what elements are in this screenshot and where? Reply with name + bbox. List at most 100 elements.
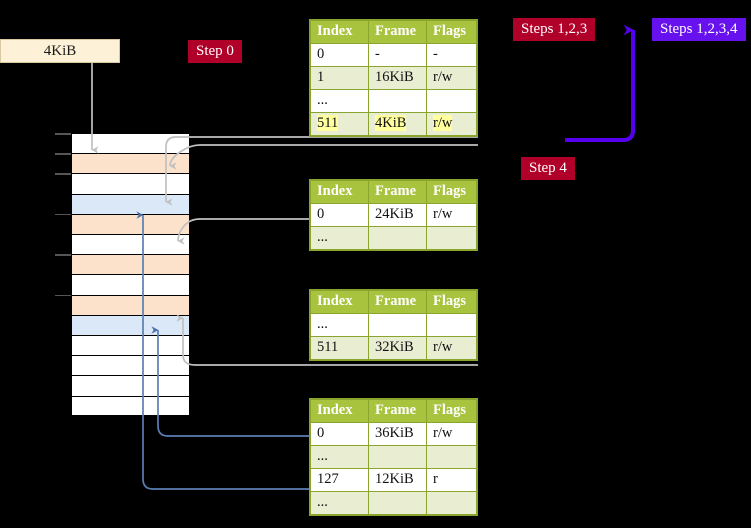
column-header-index: Index (310, 399, 369, 423)
badge-steps-1234-label: Steps 1,2,3,4 (660, 21, 738, 37)
column-header-frame: Frame (368, 399, 427, 423)
cell-frame: 24KiB (368, 203, 427, 227)
cell-flags: r/w (426, 112, 477, 136)
memory-frame-1 (71, 153, 190, 174)
table-row: 0-- (310, 43, 477, 67)
memory-frame-3 (71, 193, 190, 214)
cell-highlight: 511 (317, 115, 339, 131)
column-header-index: Index (310, 180, 369, 204)
column-header-flags: Flags (426, 180, 477, 204)
column-header-flags: Flags (426, 399, 477, 423)
cell-index: ... (310, 89, 369, 113)
cell-flags: - (426, 43, 477, 67)
cell-flags (426, 491, 477, 515)
cell-index: ... (310, 491, 369, 515)
cell-index: 127 (310, 468, 369, 492)
memory-frame-2 (71, 173, 190, 194)
table-row: 511 4KiB r/w (310, 112, 477, 136)
table-row: ... (310, 226, 477, 250)
memory-frame-12 (71, 375, 190, 396)
memory-frame-8 (71, 294, 190, 315)
cell-flags (426, 89, 477, 113)
table-row: ... (310, 445, 477, 469)
memory-tick-4 (55, 213, 71, 216)
column-header-index: Index (310, 20, 369, 44)
badge-step-0-label: Step 0 (196, 43, 234, 59)
memory-frame-11 (71, 355, 190, 376)
cell-frame: - (368, 43, 427, 67)
cell-flags: r/w (426, 66, 477, 90)
memory-tick-6 (55, 254, 71, 256)
cell-flags: r/w (426, 203, 477, 227)
memory-frame-0 (71, 133, 190, 154)
cell-flags (426, 226, 477, 250)
cell-flags: r/w (426, 336, 477, 360)
cell-index: 0 (310, 43, 369, 67)
cell-index: ... (310, 226, 369, 250)
cell-frame: 32KiB (368, 336, 427, 360)
cell-frame: 36KiB (368, 422, 427, 446)
column-header-flags: Flags (426, 20, 477, 44)
cell-frame (368, 89, 427, 113)
cell-frame: 4KiB (368, 112, 427, 136)
cell-flags (426, 313, 477, 337)
memory-tick-0 (55, 133, 71, 135)
cell-index: 511 (310, 112, 369, 136)
table-row: ... (310, 313, 477, 337)
badge-steps-123: Steps 1,2,3 (513, 18, 596, 41)
column-header-flags: Flags (426, 290, 477, 314)
badge-step-0: Step 0 (188, 40, 242, 63)
cell-frame (368, 491, 427, 515)
arrow-purple-bracket (565, 24, 635, 142)
column-header-frame: Frame (368, 290, 427, 314)
cell-frame: 12KiB (368, 468, 427, 492)
cell-index: 511 (310, 336, 369, 360)
memory-frame-10 (71, 335, 190, 356)
memory-frame-4 (71, 213, 190, 234)
table-row: ... (310, 89, 477, 113)
cell-flags: r/w (426, 422, 477, 446)
cell-index: 0 (310, 422, 369, 446)
memory-tick-2 (55, 173, 71, 175)
cell-frame (368, 313, 427, 337)
column-header-frame: Frame (368, 20, 427, 44)
badge-steps-123-label: Steps 1,2,3 (521, 21, 588, 37)
badge-step-4: Step 4 (521, 157, 575, 180)
column-header-frame: Frame (368, 180, 427, 204)
frame-size-label-box: 4KiB (0, 39, 120, 63)
column-header-index: Index (310, 290, 369, 314)
memory-frame-7 (71, 274, 190, 295)
table-row: ... (310, 491, 477, 515)
cell-highlight: r/w (433, 115, 453, 131)
badge-steps-1234: Steps 1,2,3,4 (652, 18, 746, 41)
cell-highlight: 4KiB (375, 115, 407, 131)
badge-step-4-label: Step 4 (529, 160, 567, 176)
cell-index: 1 (310, 66, 369, 90)
frame-size-label: 4KiB (43, 43, 77, 59)
memory-frame-9 (71, 314, 190, 335)
cell-frame: 16KiB (368, 66, 427, 90)
cell-flags (426, 445, 477, 469)
memory-tick-1 (55, 153, 71, 155)
physical-memory-column (71, 133, 190, 416)
memory-frame-5 (71, 234, 190, 255)
memory-frame-13 (71, 395, 190, 416)
cell-frame (368, 445, 427, 469)
cell-index: ... (310, 445, 369, 469)
cell-index: ... (310, 313, 369, 337)
cell-frame (368, 226, 427, 250)
memory-tick-8 (55, 294, 71, 297)
cell-index: 0 (310, 203, 369, 227)
cell-flags: r (426, 468, 477, 492)
arrow-l4-entry (169, 144, 478, 170)
